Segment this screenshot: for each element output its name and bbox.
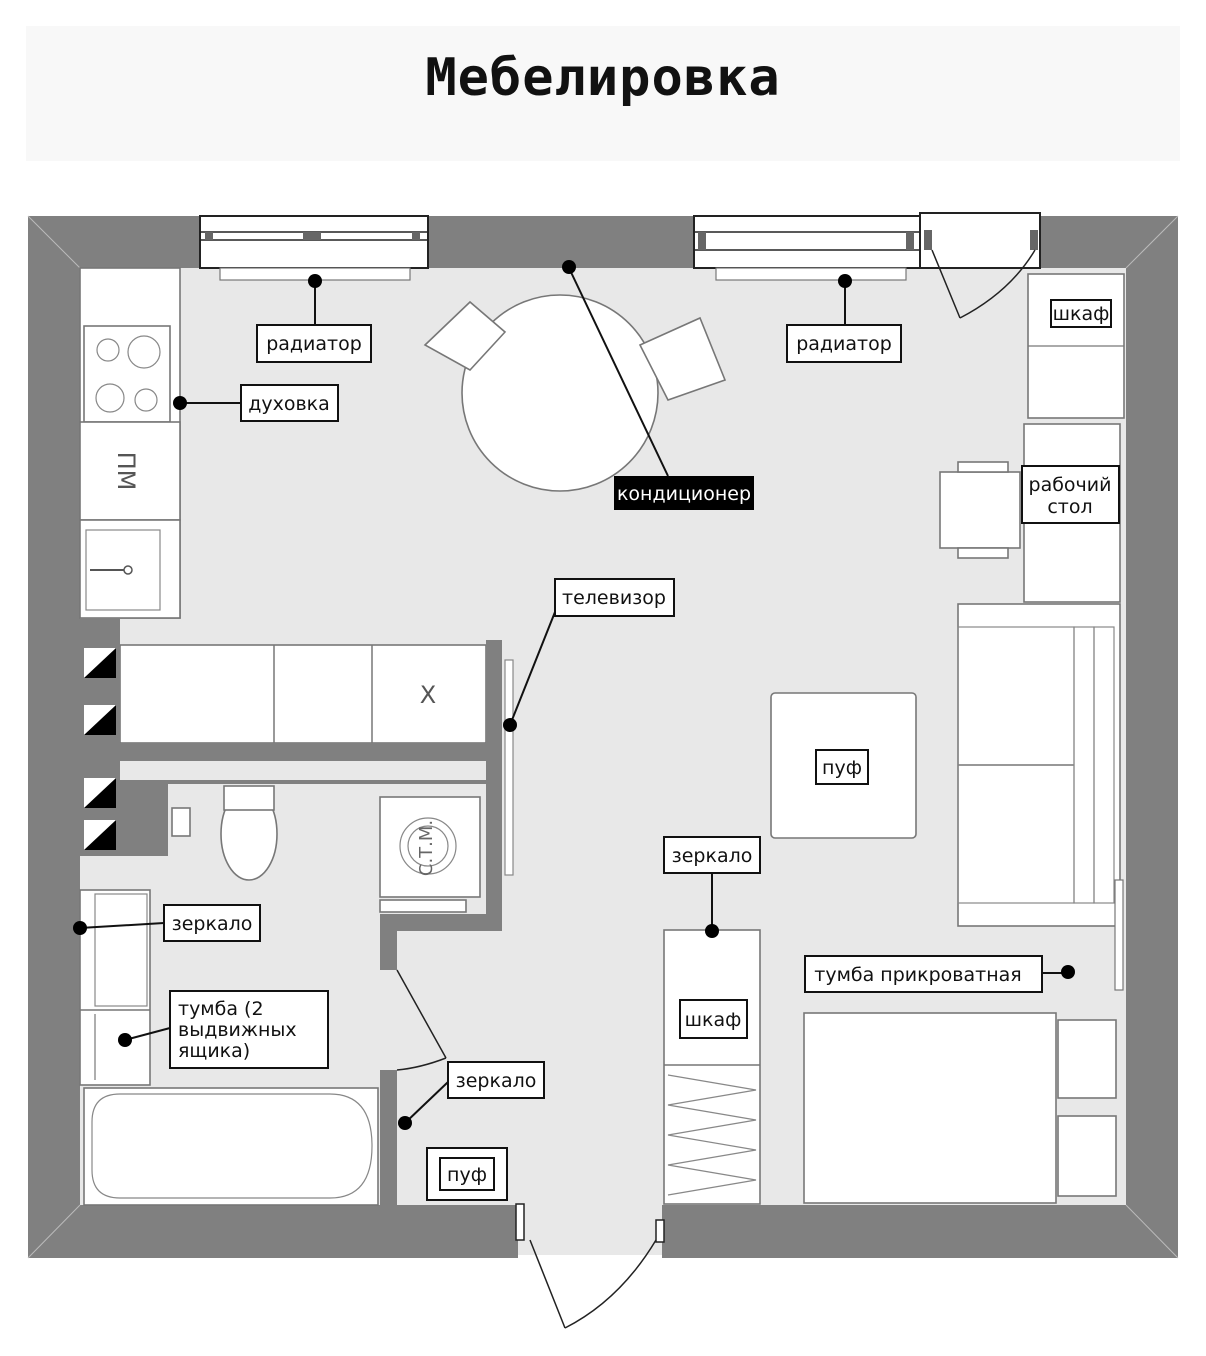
mirror-hall-label: зеркало <box>672 845 753 867</box>
interior-walls <box>80 618 502 1206</box>
vanity-label-line1: тумба (2 <box>178 998 264 1020</box>
chair <box>638 316 727 401</box>
nightstand-label: тумба прикроватная <box>814 964 1021 986</box>
callout-labels: радиатор радиатор духовка кондиционер шк… <box>163 299 1120 1191</box>
fridge-label: Х <box>420 681 436 709</box>
header-panel: Мебелировка <box>26 26 1180 161</box>
burner-icon <box>134 388 158 412</box>
tv-unit <box>504 659 514 876</box>
hall-ottoman-label: пуф <box>447 1164 487 1186</box>
oven-label: духовка <box>248 393 330 415</box>
radiator-left-label: радиатор <box>266 333 362 355</box>
exterior-walls <box>27 215 1179 1259</box>
burner-icon <box>96 338 120 362</box>
dishwasher-label: ПМ <box>112 452 140 491</box>
hall-wardrobe <box>663 929 761 1205</box>
center-ottoman-label: пуф <box>822 757 862 779</box>
cooktop <box>83 325 171 423</box>
callout-leaders <box>79 267 1068 1124</box>
mirror-door-label: зеркало <box>456 1070 537 1092</box>
callout-dots <box>73 260 1075 1130</box>
burner-icon <box>95 383 125 413</box>
windows <box>199 212 1041 319</box>
bed <box>803 1012 1057 1204</box>
dining-table <box>461 294 659 492</box>
wardrobe-top-label: шкаф <box>1053 303 1110 325</box>
desk-chair <box>939 471 1021 549</box>
bed-nightstand-lower <box>1057 1115 1117 1197</box>
bathtub <box>83 1087 379 1206</box>
bathroom: С.Т.М. <box>79 785 481 1206</box>
work-desk-label-line2: стол <box>1047 496 1092 518</box>
burner-icon <box>127 335 161 369</box>
vanity <box>79 889 151 1086</box>
kitchen: ПМ Х <box>79 267 487 744</box>
washer-label: С.Т.М. <box>416 820 437 876</box>
wardrobe-hall-label: шкаф <box>685 1009 742 1031</box>
chair <box>423 300 507 372</box>
work-desk-label-line1: рабочий <box>1029 474 1112 496</box>
bed-nightstand-upper <box>1057 1019 1117 1099</box>
air-conditioner-label: кондиционер <box>617 483 751 505</box>
page-title: Мебелировка <box>425 48 781 108</box>
mirror-bath-label: зеркало <box>172 913 253 935</box>
tv-label: телевизор <box>562 587 666 609</box>
lower-cabinets <box>119 644 487 744</box>
vanity-label-line3: ящика) <box>178 1040 250 1062</box>
washing-machine <box>379 796 481 898</box>
radiator-right-label: радиатор <box>796 333 892 355</box>
dishwasher <box>79 421 181 521</box>
vanity-label-line2: выдвижных <box>178 1019 297 1041</box>
